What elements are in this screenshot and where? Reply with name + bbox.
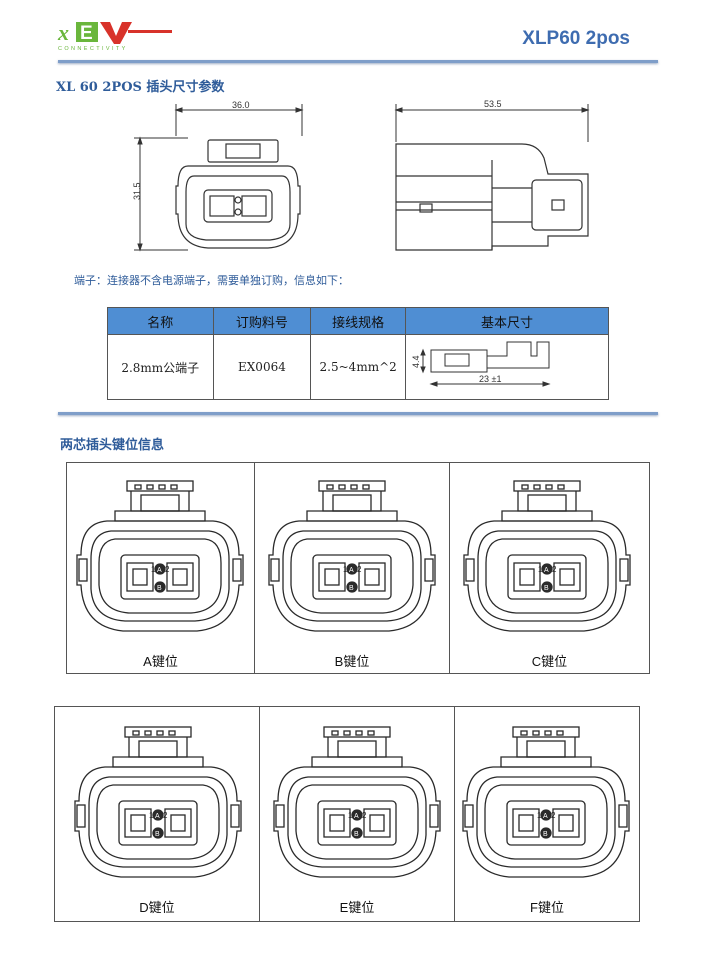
pin-label-1: 1 [537,811,542,820]
pin-label-1: 1 [149,811,154,820]
table-row: 2.8mm公端子 EX0064 2.5~4mm^2 4.4 23 ±1 [107,334,609,400]
key-label-c: C键位 [531,654,568,669]
terminal-drawing: 4.4 23 ±1 [411,341,551,387]
pin-label-a: A [349,567,354,574]
dim-width-label: 36.0 [232,100,250,110]
pin-label-a: A [543,813,548,820]
svg-text:E: E [80,23,93,44]
cell-name: 2.8mm公端子 [107,334,214,400]
pin-label-2: 2 [362,811,367,820]
cell-wire-spec: 2.5~4mm^2 [310,334,406,400]
header-wire-spec: 接线规格 [310,307,406,335]
dim-length-label: 53.5 [484,99,502,109]
terminal-note: 端子：连接器不含电源端子，需要单独订购，信息如下： [74,274,349,287]
key-label-f: F键位 [530,900,564,915]
key-label-a: A键位 [143,654,178,669]
dim-height-label: 31.5 [132,182,142,200]
header-name: 名称 [107,307,214,335]
key-label-b: B键位 [334,654,370,669]
key-label-d: D键位 [139,900,175,915]
pin-label-2: 2 [165,565,170,574]
terminal-table: 名称 订购料号 接线规格 基本尺寸 2.8mm公端子 EX0064 2.5~4m… [107,307,609,400]
document-title: XLP60 2pos [522,28,630,49]
pin-label-b: B [543,831,548,838]
header-rule [58,60,658,63]
cell-terminal-drawing: 4.4 23 ±1 [405,334,609,400]
pin-label-b: B [349,585,354,592]
header-dimensions: 基本尺寸 [405,307,609,335]
section-title-keying: 两芯插头键位信息 [60,438,165,453]
company-logo: x E CONNECTIVITY [57,20,172,52]
pin-label-2: 2 [163,811,168,820]
pin-label-b: B [155,831,160,838]
key-label-e: E键位 [339,900,375,915]
terminal-height-label: 4.4 [411,355,421,368]
side-view-drawing: 53.5 [394,99,590,251]
pin-label-1: 1 [343,565,348,574]
pin-label-1: 1 [348,811,353,820]
section-rule [58,412,658,415]
pin-label-a: A [544,567,549,574]
pin-label-b: B [157,585,162,592]
logo-subtitle: CONNECTIVITY [58,46,128,52]
section-title-dimensions: XL 60 2POS 插头尺寸参数 [56,80,225,95]
pin-label-1: 1 [538,565,543,574]
terminal-length-label: 23 ±1 [479,374,501,384]
svg-text:x: x [57,20,69,45]
pin-label-2: 2 [551,811,556,820]
pin-label-a: A [157,567,162,574]
header-part-no: 订购料号 [212,307,312,335]
pin-label-2: 2 [552,565,557,574]
front-view-drawing: 36.0 31.5 [132,100,304,252]
pin-label-2: 2 [357,565,362,574]
pin-label-a: A [155,813,160,820]
pin-label-1: 1 [151,565,156,574]
pin-label-b: B [354,831,359,838]
pin-label-b: B [544,585,549,592]
cell-part-no: EX0064 [212,334,312,400]
pin-label-a: A [354,813,359,820]
